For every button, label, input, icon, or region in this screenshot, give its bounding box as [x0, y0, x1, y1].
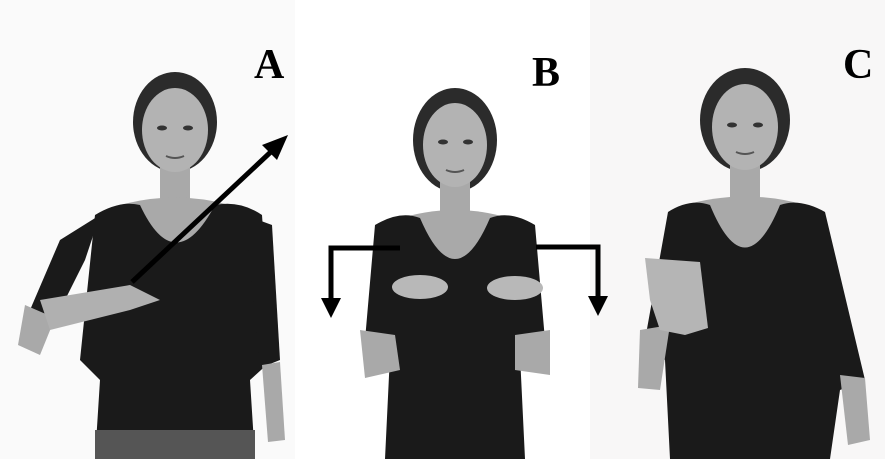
photo-panel-a: A — [0, 0, 295, 459]
photo-panel-c: C — [590, 0, 885, 459]
photo-panel-b: B — [295, 0, 590, 459]
person-figure-b — [360, 88, 550, 459]
person-figure-c — [638, 68, 870, 459]
panel-label-b: B — [532, 50, 561, 96]
panel-label-c: C — [843, 42, 874, 88]
person-figure-a — [18, 72, 285, 459]
panel-label-a: A — [254, 42, 285, 88]
